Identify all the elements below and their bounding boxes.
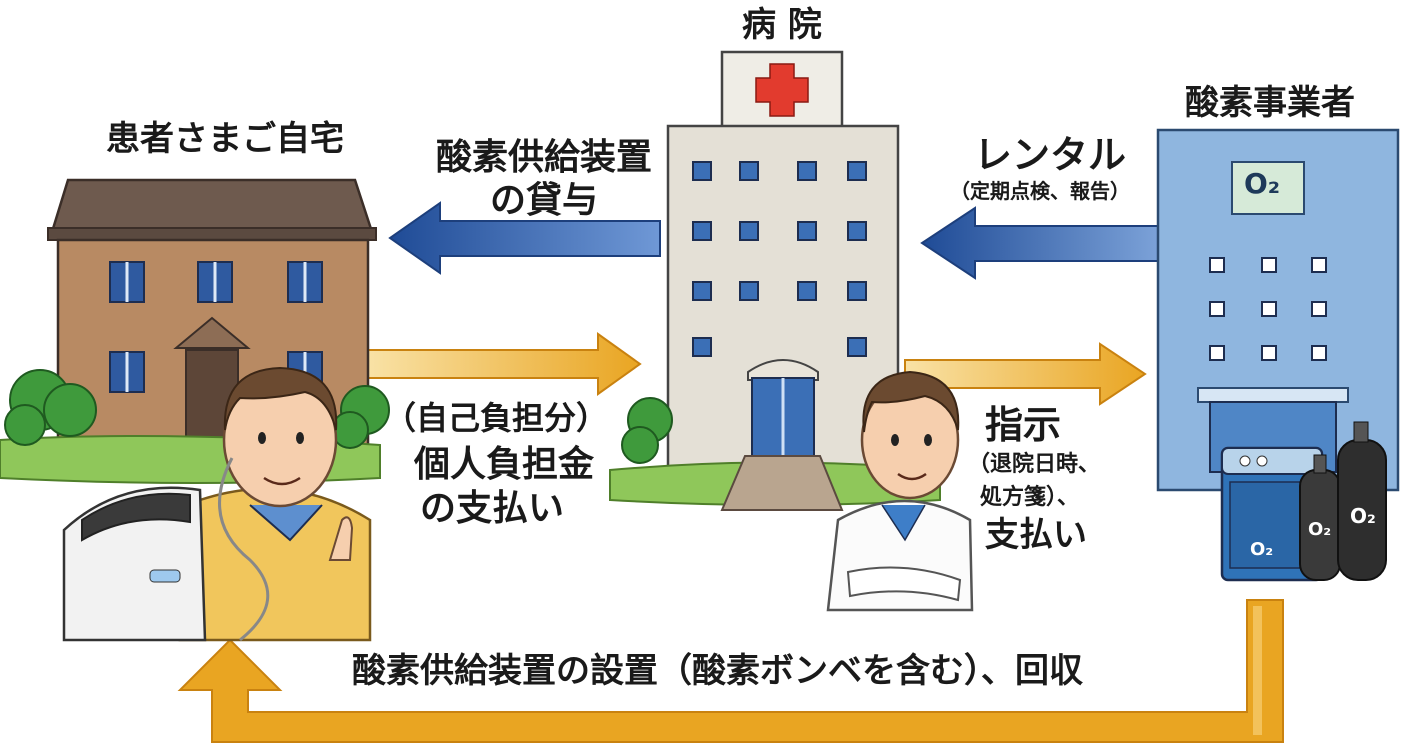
hospital-label: 病 院 <box>742 5 822 45</box>
rental-arrow <box>920 206 1166 280</box>
lend-label-line2: の貸与 <box>489 180 598 221</box>
installation-label: 酸素供給装置の設置（酸素ボンベを含む）、回収 <box>352 651 1083 691</box>
hospital-building <box>609 50 941 511</box>
home-building <box>0 178 390 484</box>
home-label: 患者さまご自宅 <box>106 119 344 159</box>
home-concentrator-icon <box>62 486 207 642</box>
supplier-label: 酸素事業者 <box>1185 83 1355 123</box>
o2-sign: O₂ <box>1244 167 1281 200</box>
rental-note: （定期点検、報告） <box>950 179 1130 203</box>
doctor-icon <box>826 370 974 612</box>
instruction-line3: 支払い <box>985 515 1087 555</box>
instruction-line1: （退院日時、 <box>968 452 1101 477</box>
payment-arrow <box>367 332 642 396</box>
rental-label: レンタル <box>973 133 1126 177</box>
oxygen-cylinder-icon <box>1299 421 1387 581</box>
lend-label-line1: 酸素供給装置 <box>435 137 652 178</box>
installation-arrow <box>177 599 1284 743</box>
patient-icon <box>178 366 372 642</box>
cylinder-small-o2-label: O₂ <box>1308 519 1332 540</box>
payment-label-line1: （自己負担分） <box>384 399 609 437</box>
oxygen-concentrator-icon <box>1220 446 1324 582</box>
lend-arrow <box>388 201 661 275</box>
instruction-title: 指示 <box>985 403 1062 447</box>
cylinder-large-o2-label: O₂ <box>1350 504 1376 528</box>
instruction-line2: 処方箋）、 <box>980 485 1080 510</box>
red-cross-icon <box>755 63 809 117</box>
payment-label-line3: の支払い <box>420 488 565 529</box>
payment-label-line2: 個人負担金 <box>414 444 595 485</box>
concentrator-o2-label: O₂ <box>1250 539 1274 560</box>
